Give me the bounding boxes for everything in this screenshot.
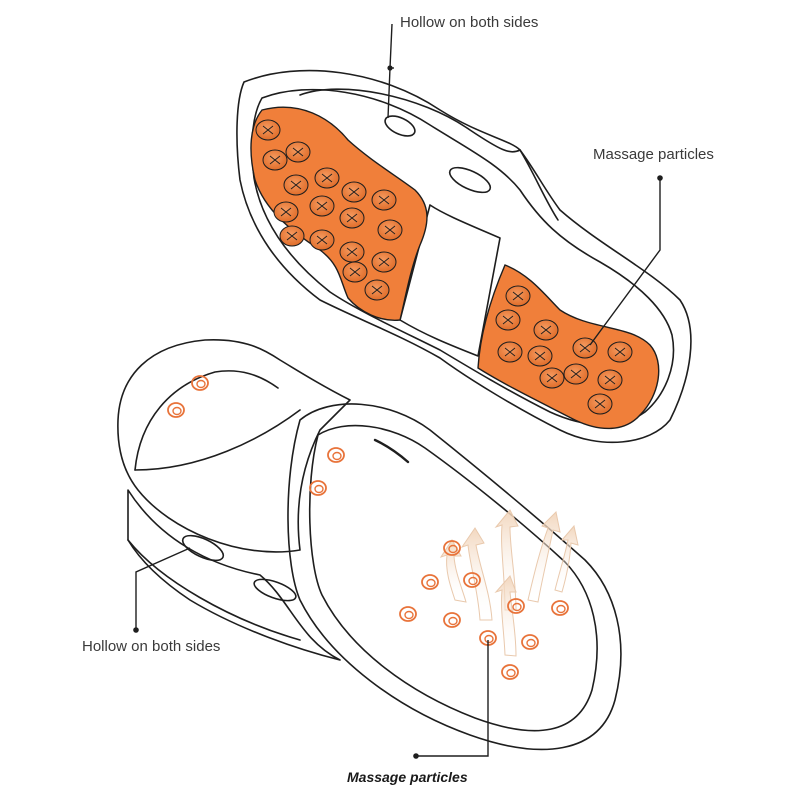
sole-nub	[597, 369, 623, 391]
leader-dot-left	[133, 627, 139, 633]
sole-nub	[563, 363, 589, 385]
sole-nub	[533, 319, 559, 341]
sole-nub	[607, 341, 633, 363]
upper-arch-divider	[399, 204, 501, 357]
footbed-particle	[421, 574, 439, 590]
upper-slipper-outline	[236, 69, 692, 444]
footbed-particle	[309, 480, 327, 496]
footbed-particle	[327, 447, 345, 463]
label-massage-bottom: Massage particles	[347, 769, 468, 785]
lower-strap-band	[134, 409, 301, 471]
footbed-particle	[443, 612, 461, 628]
label-hollow-top: Hollow on both sides	[400, 14, 539, 31]
sole-nub	[377, 219, 403, 241]
sole-nub	[309, 195, 335, 217]
upper-massage-particles	[255, 119, 633, 415]
sole-nub	[587, 393, 613, 415]
footbed-particle	[443, 540, 461, 556]
footbed-particle	[501, 664, 519, 680]
leader-dot-top	[387, 65, 393, 71]
footbed-particle	[167, 402, 185, 418]
lower-hollow-1	[181, 534, 225, 562]
lower-hollow-2	[253, 578, 297, 602]
sole-nub	[495, 309, 521, 331]
footbed-particle	[399, 606, 417, 622]
leader-dot-right	[657, 175, 663, 181]
sole-nub	[342, 261, 368, 283]
sole-nub	[314, 167, 340, 189]
lower-sidewall	[127, 489, 341, 661]
sole-nub	[309, 229, 335, 251]
sole-nub	[339, 207, 365, 229]
footbed-particle	[191, 375, 209, 391]
sole-nub	[273, 201, 299, 223]
upper-strap-line	[299, 88, 521, 153]
footbed-particle	[521, 634, 539, 650]
sole-nub	[279, 225, 305, 247]
sole-nub	[527, 345, 553, 367]
air-arrow-3	[527, 510, 561, 603]
sole-nub	[285, 141, 311, 163]
air-arrow-4	[554, 524, 579, 593]
leader-hollow-left	[135, 547, 191, 630]
leader-massage-right	[589, 178, 661, 346]
sole-nub	[539, 367, 565, 389]
sole-nub	[371, 251, 397, 273]
upper-slipper-rim	[251, 88, 675, 426]
sole-nub	[497, 341, 523, 363]
upper-hollow-2	[448, 166, 492, 194]
lower-sole-outline	[287, 403, 622, 751]
lower-footbed	[308, 424, 598, 732]
lower-massage-particles	[167, 375, 569, 680]
airflow-arrows	[439, 509, 579, 657]
label-massage-right: Massage particles	[593, 146, 714, 163]
lower-toe-ridge	[373, 438, 410, 464]
footbed-particle	[551, 600, 569, 616]
air-arrow-6	[494, 575, 517, 657]
footbed-particle	[463, 572, 481, 588]
sole-nub	[505, 285, 531, 307]
callout-leaders	[135, 23, 661, 757]
sole-nub	[255, 119, 281, 141]
sole-nub	[341, 181, 367, 203]
upper-hollow-1	[384, 115, 416, 137]
leader-dot-bottom	[413, 753, 419, 759]
sole-nub	[262, 149, 288, 171]
label-hollow-left: Hollow on both sides	[82, 638, 221, 655]
upper-strap-edge	[519, 149, 559, 221]
lower-slipper	[117, 339, 622, 751]
sole-nub	[371, 189, 397, 211]
lower-sidewall-base	[127, 539, 301, 641]
callout-dots	[133, 65, 663, 759]
leader-massage-bottom	[416, 640, 489, 757]
sole-nub	[283, 174, 309, 196]
lower-strap-inner	[134, 370, 279, 471]
sole-nub	[339, 241, 365, 263]
sole-nub	[364, 279, 390, 301]
upper-slipper	[236, 69, 692, 444]
footbed-particle	[507, 598, 525, 614]
